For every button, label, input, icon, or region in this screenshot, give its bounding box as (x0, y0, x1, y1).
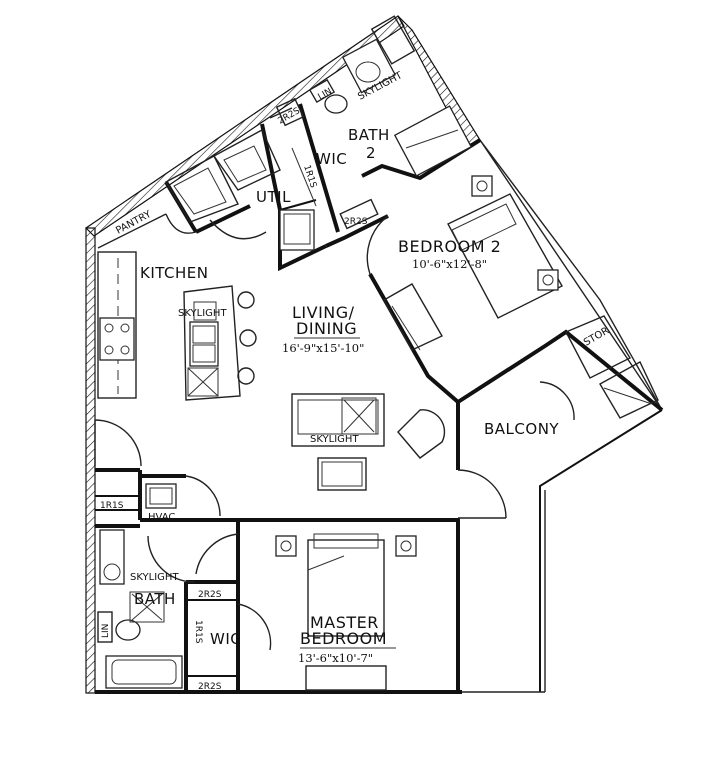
master-bedroom-fixtures (275, 533, 417, 691)
label-kitchen: KITCHEN (140, 264, 209, 282)
room-labels: KITCHEN PANTRY UTIL WIC BATH 2 BEDROOM 2… (114, 126, 611, 665)
tag-lin-master: LIN (101, 624, 111, 638)
label-stor: STOR (582, 325, 611, 348)
tag-1r1s-hvac: 1R1S (100, 501, 124, 511)
label-util: UTIL (256, 188, 291, 206)
label-master-line1: MASTER (310, 613, 379, 632)
label-balcony: BALCONY (484, 420, 559, 438)
label-bath2-line1: BATH (348, 126, 390, 144)
living-fixtures (291, 393, 446, 491)
tag-2r2s-master-top: 2R2S (198, 590, 222, 600)
label-master-dim: 13'-6"x10'-7" (298, 651, 373, 665)
tag-2r2s-wic: 2R2S (344, 217, 368, 227)
util-wic-fixtures (269, 97, 379, 251)
tag-1r1s-master: 1R1S (193, 620, 203, 644)
label-living-dim: 16'-9"x15'-10" (282, 341, 364, 355)
label-bedroom2: BEDROOM 2 (398, 237, 501, 256)
label-bedroom2-dim: 10'-6"x12'-8" (412, 257, 487, 271)
stor-fixtures (565, 315, 659, 419)
label-hvac: HVAC (148, 512, 175, 523)
bedroom2-fixtures (383, 175, 563, 351)
label-living-line2: DINING (296, 319, 357, 338)
label-master-line2: BEDROOM (300, 629, 387, 648)
kitchen-fixtures (97, 129, 281, 401)
label-living-line1: LIVING/ (292, 303, 355, 322)
label-wic-bottom: WIC (210, 630, 241, 648)
doors (94, 213, 575, 651)
label-master-bath: BATH (134, 590, 176, 608)
tag-skylight-master-bath: SKYLIGHT (130, 572, 179, 583)
bath2-fixtures (308, 15, 473, 177)
label-wic-top: WIC (316, 150, 347, 168)
tag-skylight-living: SKYLIGHT (310, 434, 359, 445)
hvac-fixtures (145, 483, 177, 509)
tag-skylight-kitchen: SKYLIGHT (178, 308, 227, 319)
master-bath-fixtures (97, 529, 183, 689)
interior-walls (95, 103, 664, 694)
label-bath2-line2: 2 (366, 144, 376, 162)
tag-2r2s-master-bottom: 2R2S (198, 682, 222, 692)
